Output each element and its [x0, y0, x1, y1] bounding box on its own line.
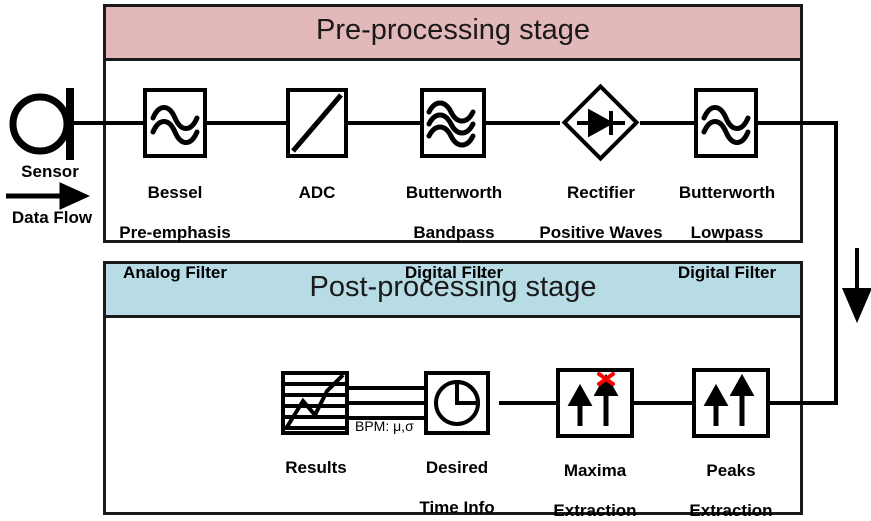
- label-results: Results: [285, 458, 347, 478]
- label-desired-time-info: Desired Time Info: [419, 458, 495, 518]
- block-bandpass[interactable]: [420, 88, 486, 158]
- block-lowpass[interactable]: [694, 88, 758, 158]
- data-flow-label: Data Flow: [11, 208, 93, 227]
- triple-wave-icon: [426, 100, 476, 148]
- label-lowpass: Butterworth Lowpass Digital Filter: [677, 183, 777, 283]
- double-wave-icon: [701, 105, 751, 145]
- label-bandpass: Butterworth Bandpass Digital Filter: [404, 183, 504, 283]
- label-rectifier: Rectifier Positive Waves: [539, 183, 663, 243]
- post-processing-header: [103, 261, 803, 318]
- post-processing-title: Post-processing stage: [309, 271, 597, 303]
- block-maxima-extraction[interactable]: [556, 368, 634, 438]
- block-peaks-extraction[interactable]: [692, 368, 770, 438]
- block-desired-time-info[interactable]: [424, 371, 490, 435]
- label-bessel: Bessel Pre-emphasis Analog Filter: [119, 183, 231, 283]
- flow-down-arrow: [841, 248, 871, 324]
- two-arrows-icon: [703, 373, 755, 426]
- sensor-label: Sensor: [21, 162, 79, 181]
- adc-slash-icon: [291, 93, 343, 153]
- block-results[interactable]: [281, 371, 349, 435]
- block-adc[interactable]: [286, 88, 348, 158]
- label-peaks-extraction: Peaks Extraction: [689, 461, 773, 521]
- bus-label: BPM: μ,σ: [355, 418, 414, 434]
- two-arrows-x-icon: [567, 372, 619, 426]
- data-flow-arrow: [6, 182, 91, 210]
- label-adc: ADC: [298, 183, 336, 203]
- clock-pie-icon: [434, 379, 481, 426]
- pre-processing-title: Pre-processing stage: [315, 14, 591, 46]
- double-wave-icon: [150, 105, 200, 145]
- pre-processing-header: [103, 4, 803, 61]
- diode-icon: [577, 108, 625, 138]
- label-maxima-extraction: Maxima Extraction: [553, 461, 637, 521]
- block-bessel[interactable]: [143, 88, 207, 158]
- sensor-icon: [9, 88, 74, 160]
